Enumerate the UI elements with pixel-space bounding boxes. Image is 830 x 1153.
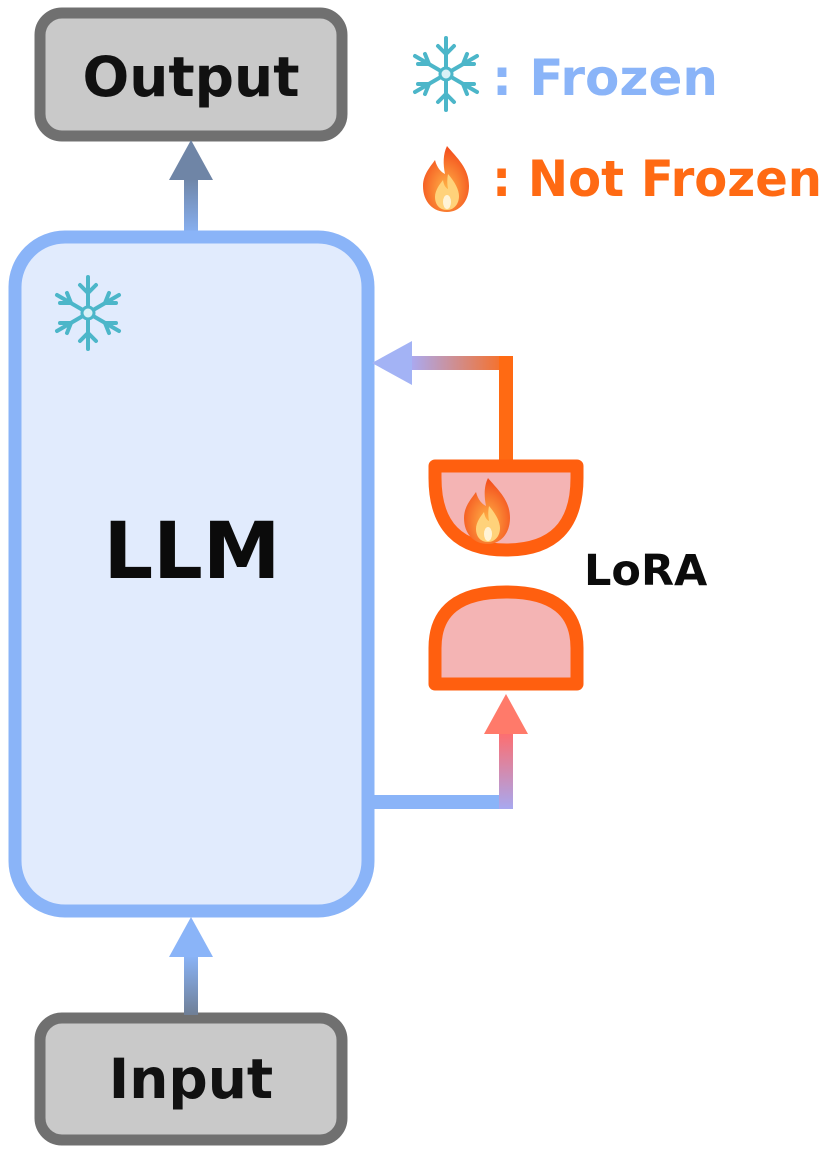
output-node: Output	[34, 7, 348, 142]
legend-fire-icon	[423, 146, 469, 212]
legend-not-frozen-label: : Not Frozen	[492, 150, 822, 208]
arrow-input-to-llm	[169, 917, 213, 1015]
output-label: Output	[82, 45, 299, 109]
arrow-llm-to-lora	[372, 694, 528, 809]
legend-frozen-label: : Frozen	[492, 49, 718, 107]
lora-label: LoRA	[584, 546, 708, 596]
llm-node: LLM	[8, 230, 375, 918]
lora-lower-block	[428, 585, 584, 691]
snowflake-icon	[55, 275, 121, 351]
arrow-llm-to-output	[169, 140, 213, 238]
input-node: Input	[34, 1012, 348, 1146]
llm-label: LLM	[103, 507, 280, 597]
fire-icon	[464, 478, 510, 544]
legend: : Frozen : Not Frozen	[413, 36, 822, 212]
input-label: Input	[109, 1047, 273, 1111]
legend-snowflake-icon	[413, 36, 479, 112]
arrow-lora-to-llm	[372, 341, 513, 466]
